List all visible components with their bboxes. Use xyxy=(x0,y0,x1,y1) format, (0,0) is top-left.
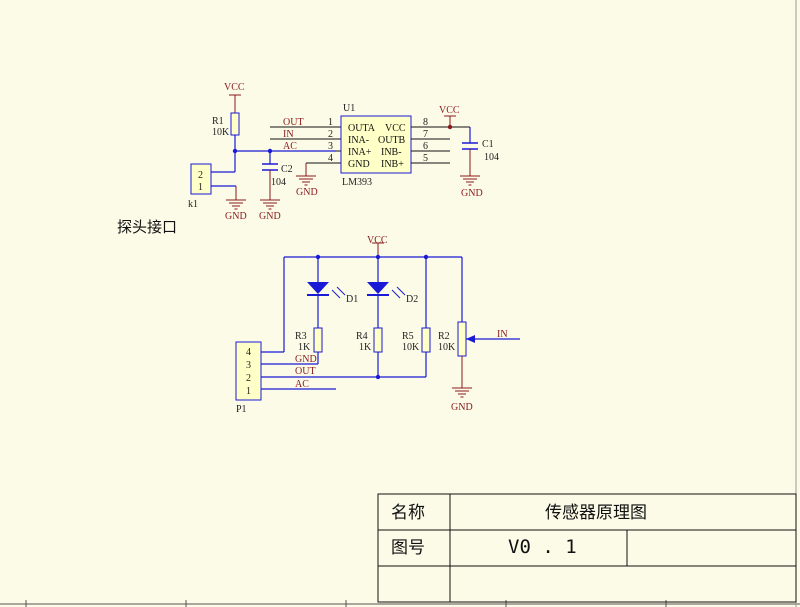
r1-value: 10K xyxy=(212,127,230,138)
u1-pin-4: 4 xyxy=(328,153,333,164)
r1-vcc-symbol xyxy=(229,94,241,113)
u1-gnd-label: GND xyxy=(296,187,318,198)
u1-ref: U1 xyxy=(343,103,355,114)
c1-gnd-symbol xyxy=(459,175,481,186)
u1-pinname-outb: OUTB xyxy=(378,135,406,146)
u1-pin-2: 2 xyxy=(328,129,333,140)
u1-pinname-vcc: VCC xyxy=(385,123,406,134)
net-ac-p1: AC xyxy=(295,379,309,390)
title-block xyxy=(377,493,797,603)
u1-pin-3: 3 xyxy=(328,141,333,152)
connector-k1 xyxy=(190,163,212,195)
u1-pin-7: 7 xyxy=(423,129,428,140)
r2-value: 10K xyxy=(438,342,456,353)
u1-gnd-symbol xyxy=(295,175,317,186)
led-d2 xyxy=(367,282,406,299)
d1-ref: D1 xyxy=(346,294,358,305)
k1-gnd-label: GND xyxy=(225,211,247,222)
k1-pin-1: 1 xyxy=(198,182,203,193)
c1-gnd-label: GND xyxy=(461,188,483,199)
resistor-r3 xyxy=(313,327,323,353)
u1-pinname-outa: OUTA xyxy=(348,123,376,134)
p1-pin-2: 2 xyxy=(246,373,251,384)
r2-gnd-symbol xyxy=(451,387,473,398)
resistor-r1 xyxy=(230,112,240,136)
net-in-r2: IN xyxy=(497,329,508,340)
u1-part: LM393 xyxy=(342,177,372,188)
p1-pin-3: 3 xyxy=(246,360,251,371)
title-block-name-label: 名称 xyxy=(391,503,425,523)
r5-ref: R5 xyxy=(402,331,414,342)
r3-ref: R3 xyxy=(295,331,307,342)
net-out-p1: OUT xyxy=(295,366,316,377)
r4-ref: R4 xyxy=(356,331,368,342)
title-block-number-label: 图号 xyxy=(391,538,425,558)
capacitor-c2 xyxy=(262,163,278,171)
p1-ref: P1 xyxy=(236,404,247,415)
resistor-r5 xyxy=(421,327,431,353)
net-gnd-p1: GND xyxy=(295,354,317,365)
r1-vcc-label: VCC xyxy=(224,82,245,93)
ic-u1-lm393 xyxy=(340,115,412,174)
net-ac-u1: AC xyxy=(283,141,297,152)
resistor-r4 xyxy=(373,327,383,353)
net-in-u1: IN xyxy=(283,129,294,140)
title-block-name-value: 传感器原理图 xyxy=(545,503,647,523)
u1-vcc-label: VCC xyxy=(439,105,460,116)
c2-gnd-label: GND xyxy=(259,211,281,222)
u1-pin-5: 5 xyxy=(423,153,428,164)
c2-ref: C2 xyxy=(281,164,293,175)
r4-value: 1K xyxy=(359,342,372,353)
p1-pin-4: 4 xyxy=(246,347,251,358)
capacitor-c1 xyxy=(462,142,478,150)
u1-pinname-ina-plus: INA+ xyxy=(348,147,372,158)
u1-pinname-inb-plus: INB+ xyxy=(381,159,404,170)
k1-pin-2: 2 xyxy=(198,170,203,181)
led-vcc-label: VCC xyxy=(367,235,388,246)
net-out-u1: OUT xyxy=(283,117,304,128)
r2-gnd-label: GND xyxy=(451,402,473,413)
u1-pinname-ina-minus: INA- xyxy=(348,135,369,146)
p1-pin-1: 1 xyxy=(246,386,251,397)
r3-value: 1K xyxy=(298,342,311,353)
c1-ref: C1 xyxy=(482,139,494,150)
u1-pin-8: 8 xyxy=(423,117,428,128)
u1-pinname-gnd: GND xyxy=(348,159,370,170)
probe-interface-label: 探头接口 xyxy=(117,218,177,236)
r2-ref: R2 xyxy=(438,331,450,342)
d2-ref: D2 xyxy=(406,294,418,305)
k1-ref: k1 xyxy=(188,199,198,210)
c1-value: 104 xyxy=(484,152,499,163)
title-block-number-value: V0 . 1 xyxy=(508,536,577,558)
r1-ref: R1 xyxy=(212,116,224,127)
k1-gnd-symbol xyxy=(225,199,247,210)
led-d1 xyxy=(307,282,346,299)
u1-pin-6: 6 xyxy=(423,141,428,152)
c2-value: 104 xyxy=(271,177,286,188)
c2-gnd-symbol xyxy=(259,199,281,210)
connector-p1 xyxy=(235,341,262,401)
r5-value: 10K xyxy=(402,342,420,353)
u1-pin-1: 1 xyxy=(328,117,333,128)
potentiometer-r2 xyxy=(457,321,467,357)
u1-pinname-inb-minus: INB- xyxy=(381,147,402,158)
